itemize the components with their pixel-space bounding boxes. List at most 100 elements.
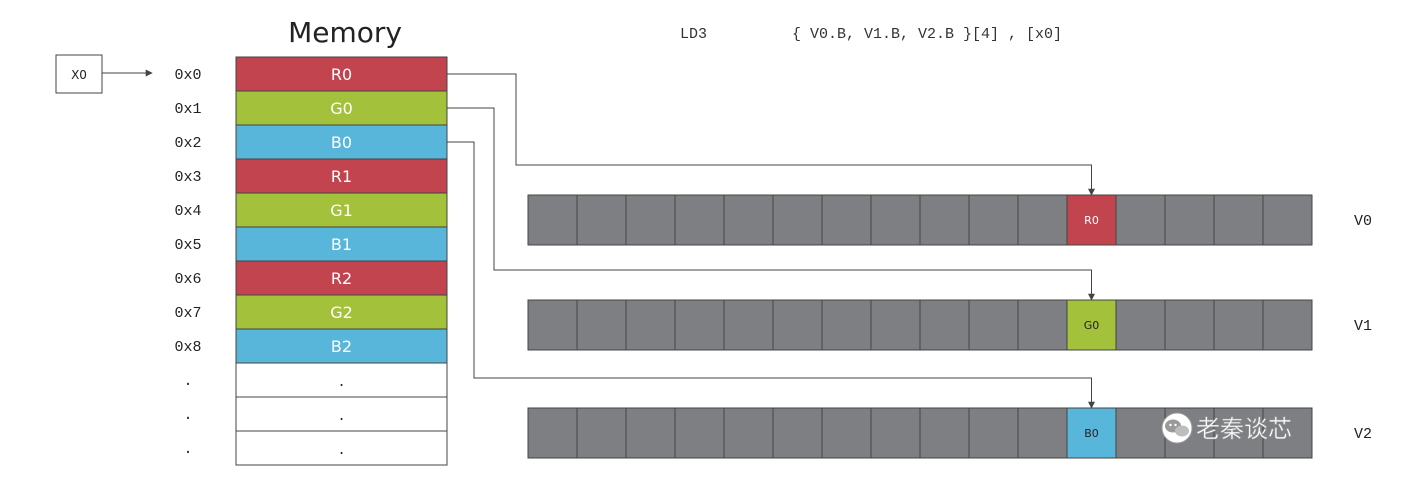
register-name: V1 — [1354, 318, 1372, 335]
memory-row: R0 0x0 — [174, 56, 448, 92]
register-lane — [576, 407, 627, 459]
memory-address: 0x5 — [174, 237, 201, 254]
register-lane-value: B0 — [1084, 427, 1099, 440]
memory-address: 0x7 — [174, 305, 201, 322]
memory-row: .. — [183, 396, 448, 432]
register-lane — [527, 194, 578, 246]
wechat-icon — [1161, 412, 1193, 444]
memory-cell — [235, 192, 448, 228]
register-lane — [968, 407, 1019, 459]
memory-cell-value: B0 — [331, 133, 352, 152]
memory-address: 0x3 — [174, 169, 201, 186]
memory-cell-value: R1 — [331, 167, 352, 186]
register-lane — [821, 299, 872, 351]
register-lane — [772, 407, 823, 459]
pointer-x0: X0 — [55, 54, 153, 94]
register-lane — [919, 407, 970, 459]
pointer-label: X0 — [71, 68, 87, 82]
memory-cell — [235, 396, 448, 432]
register-lane — [870, 407, 921, 459]
connectors — [447, 73, 1095, 409]
register-lane — [1262, 407, 1313, 459]
memory-cell — [235, 158, 448, 194]
memory-row: G0 0x1 — [174, 90, 448, 126]
register-lane — [625, 194, 676, 246]
register-lane — [674, 194, 725, 246]
register-lane — [772, 299, 823, 351]
register-lane — [1115, 407, 1166, 459]
memory-cell-value: . — [339, 439, 344, 458]
register-lane — [625, 407, 676, 459]
connector-v0 — [447, 73, 1095, 196]
register-lane — [870, 299, 921, 351]
register-lane — [527, 407, 578, 459]
memory-address: . — [183, 373, 192, 390]
register-lane — [527, 299, 578, 351]
memory-address: . — [183, 407, 192, 424]
memory-cell-value: . — [339, 405, 344, 424]
memory-cell — [235, 430, 448, 466]
memory-row: B1 0x5 — [174, 226, 448, 262]
register-lane — [1262, 299, 1313, 351]
memory-cell — [235, 294, 448, 330]
memory-address: 0x2 — [174, 135, 201, 152]
register-lane — [919, 194, 970, 246]
memory-address: 0x1 — [174, 101, 201, 118]
register-lane — [674, 407, 725, 459]
memory-address: 0x8 — [174, 339, 201, 356]
memory-cell-value: G1 — [330, 201, 353, 220]
memory-address: . — [183, 441, 192, 458]
register-lane — [1017, 194, 1068, 246]
register-name: V2 — [1354, 426, 1372, 443]
register-lane — [723, 194, 774, 246]
register-lane — [1017, 299, 1068, 351]
register-v1: G0 V1 — [527, 299, 1372, 351]
register-lane-highlighted — [1066, 407, 1117, 459]
register-lane — [1262, 194, 1313, 246]
register-lane — [772, 194, 823, 246]
watermark-text: 老秦谈芯 — [1196, 415, 1292, 443]
register-name: V0 — [1354, 213, 1372, 230]
register-lane — [919, 299, 970, 351]
connector-v1 — [447, 107, 1095, 301]
register-lane-value: G0 — [1084, 319, 1100, 332]
register-v0: R0 V0 — [527, 194, 1372, 246]
memory-address: 0x6 — [174, 271, 201, 288]
register-lane — [723, 407, 774, 459]
memory-column: R00x0G00x1B00x2R10x3G10x4B10x5R20x6G20x7… — [174, 56, 448, 466]
register-lane — [1164, 194, 1215, 246]
register-lane — [821, 194, 872, 246]
memory-cell — [235, 362, 448, 398]
memory-row: B0 0x2 — [174, 124, 448, 160]
memory-cell — [235, 328, 448, 364]
instruction-operands: { V0.B, V1.B, V2.B }[4] , [x0] — [792, 26, 1062, 43]
register-lane — [1115, 194, 1166, 246]
register-lane — [723, 299, 774, 351]
memory-row: .. — [183, 430, 448, 466]
instruction-mnemonic: LD3 — [680, 26, 707, 43]
register-lane — [576, 299, 627, 351]
register-lane — [1017, 407, 1068, 459]
memory-row: R2 0x6 — [174, 260, 448, 296]
register-lane — [625, 299, 676, 351]
memory-cell-value: G0 — [330, 99, 353, 118]
memory-cell-value: R2 — [331, 269, 352, 288]
register-lane — [821, 407, 872, 459]
register-lane — [576, 194, 627, 246]
register-lane-highlighted — [1066, 299, 1117, 351]
memory-cell — [235, 56, 448, 92]
register-lane — [1164, 299, 1215, 351]
memory-cell-value: B1 — [331, 235, 352, 254]
register-lane-value: R0 — [1084, 214, 1099, 227]
connector-v2 — [447, 141, 1095, 409]
register-lane — [968, 299, 1019, 351]
memory-address: 0x0 — [174, 67, 201, 84]
register-lane — [674, 299, 725, 351]
memory-cell — [235, 260, 448, 296]
memory-cell-value: R0 — [331, 65, 352, 84]
register-lane — [1213, 299, 1264, 351]
